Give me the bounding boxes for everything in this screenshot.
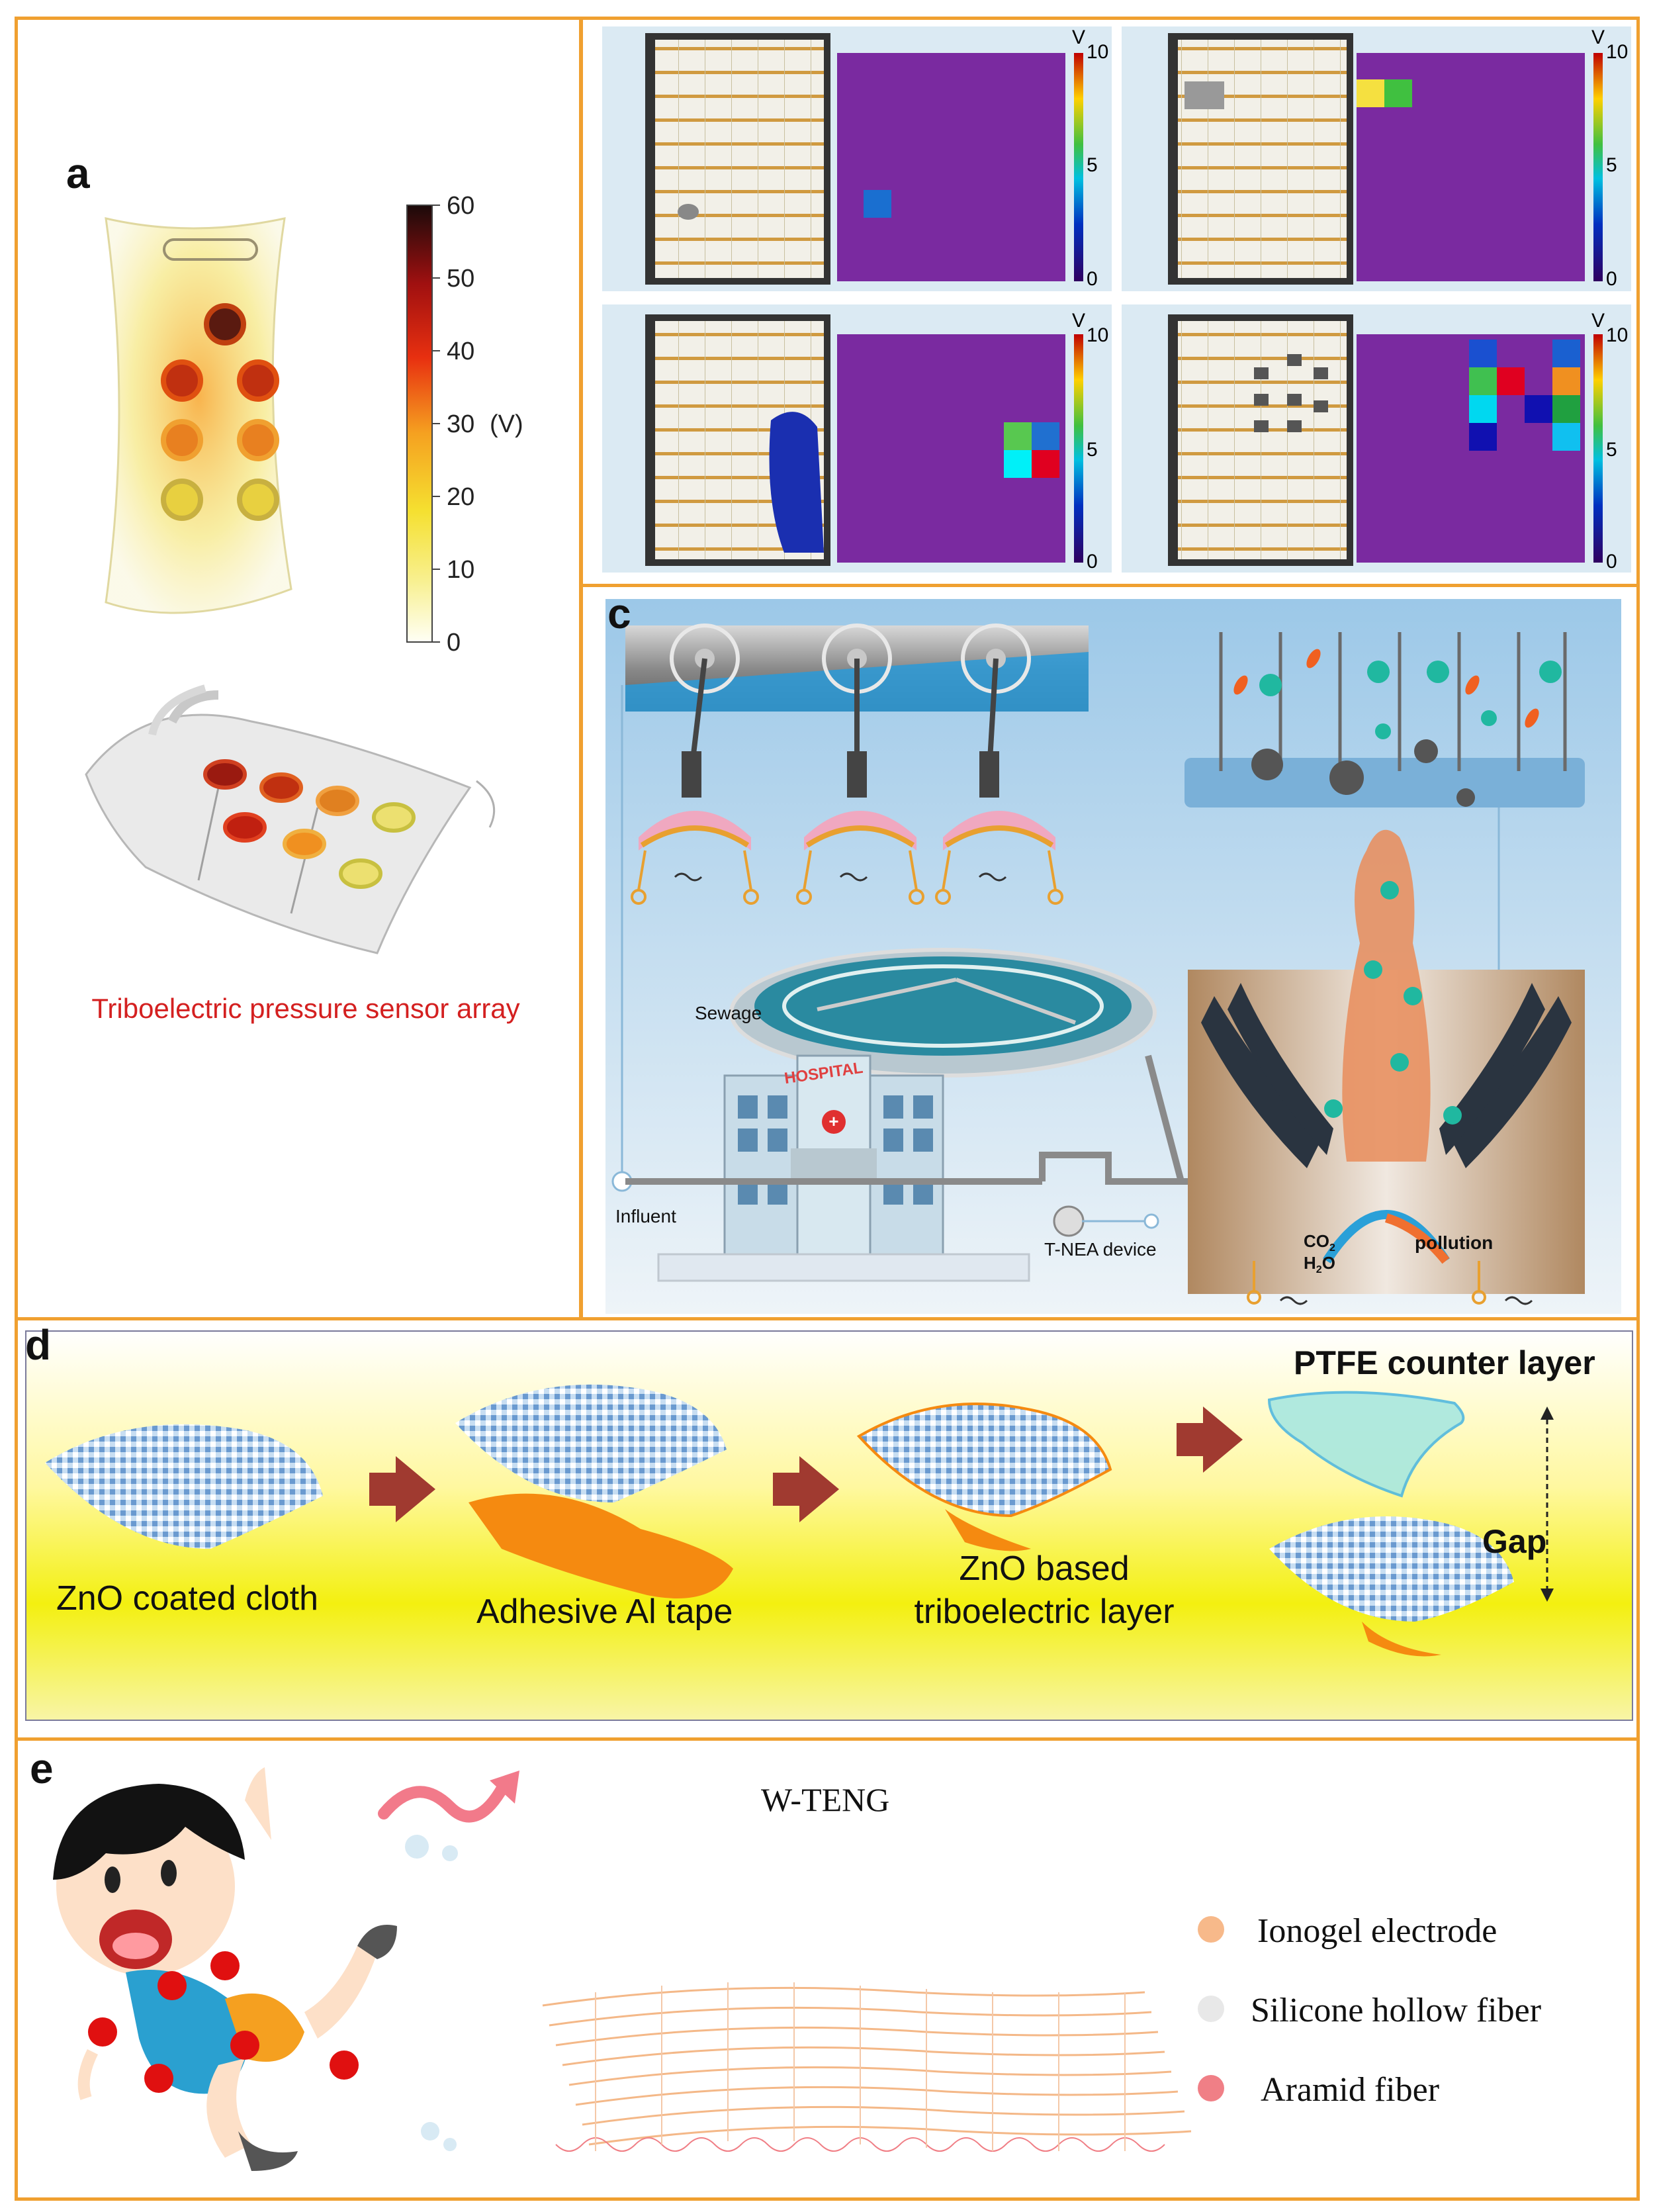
b1-tick-10: 10 bbox=[1087, 41, 1109, 63]
panel-b-heatmaps bbox=[602, 26, 1631, 573]
colorbar-tick-0: 0 bbox=[447, 629, 461, 657]
colorbar-tick-10: 10 bbox=[447, 556, 474, 584]
co2-label: CO2 bbox=[1304, 1231, 1335, 1254]
panel-a-caption: Triboelectric pressure sensor array bbox=[91, 993, 520, 1024]
b4-tick-5: 5 bbox=[1606, 439, 1617, 461]
b3-tick-10: 10 bbox=[1087, 324, 1109, 346]
colorbar-tick-30: 30 bbox=[447, 410, 474, 438]
zno-fabrication-process bbox=[25, 1330, 1633, 1721]
h2o-text-end: O bbox=[1321, 1253, 1335, 1273]
panel-a-label: a bbox=[66, 150, 90, 197]
co2-text: CO bbox=[1304, 1231, 1329, 1251]
step-adhesive-al-tape: Adhesive Al tape bbox=[476, 1592, 733, 1631]
b4-tick-0: 0 bbox=[1606, 551, 1617, 573]
pressure-sensor-array-illustration: 60 50 40 30 (V) 20 10 0 bbox=[85, 192, 523, 954]
legend-silicone-hollow-fiber: Silicone hollow fiber bbox=[1251, 1992, 1542, 2029]
b3-tick-5: 5 bbox=[1087, 439, 1098, 461]
legend-ionogel-electrode: Ionogel electrode bbox=[1257, 1912, 1497, 1950]
b4-tick-10: 10 bbox=[1606, 324, 1629, 346]
co2-subscript: 2 bbox=[1329, 1242, 1335, 1254]
step-zno-triboelectric-line2: triboelectric layer bbox=[914, 1592, 1175, 1631]
b4-unit: V bbox=[1591, 310, 1605, 332]
h2o-label: H2O bbox=[1304, 1253, 1335, 1276]
sewage-treatment-illustration: + bbox=[605, 599, 1621, 1314]
pollution-label: pollution bbox=[1415, 1232, 1494, 1253]
h2o-text: H bbox=[1304, 1253, 1316, 1273]
b2-tick-10: 10 bbox=[1606, 41, 1629, 63]
step-zno-triboelectric-line1: ZnO based bbox=[959, 1549, 1130, 1588]
legend-aramid-fiber: Aramid fiber bbox=[1261, 2071, 1440, 2109]
b1-tick-5: 5 bbox=[1087, 154, 1098, 176]
b2-tick-0: 0 bbox=[1606, 268, 1617, 290]
colorbar-tick-50: 50 bbox=[447, 265, 474, 293]
h2o-subscript: 2 bbox=[1316, 1264, 1322, 1276]
b3-tick-0: 0 bbox=[1087, 551, 1098, 573]
panel-e-frame bbox=[15, 1737, 1640, 2201]
b1-tick-0: 0 bbox=[1087, 268, 1098, 290]
colorbar-unit: (V) bbox=[490, 410, 523, 438]
fall-detection-illustration bbox=[53, 1767, 1224, 2171]
t-nea-device-label: T-NEA device bbox=[1044, 1239, 1157, 1260]
b2-unit: V bbox=[1591, 26, 1605, 48]
b2-tick-5: 5 bbox=[1606, 154, 1617, 176]
step-zno-coated-cloth: ZnO coated cloth bbox=[56, 1579, 318, 1618]
panel-c-label: c bbox=[607, 590, 631, 637]
colorbar-tick-20: 20 bbox=[447, 483, 474, 511]
panel-d-label: d bbox=[25, 1321, 52, 1369]
colorbar-tick-60: 60 bbox=[447, 192, 474, 220]
influent-label: Influent bbox=[615, 1206, 676, 1226]
svg-text:+: + bbox=[828, 1111, 838, 1131]
ptfe-counter-layer-label: PTFE counter layer bbox=[1294, 1344, 1595, 1381]
colorbar-tick-40: 40 bbox=[447, 338, 474, 365]
w-teng-title: W-TENG bbox=[761, 1781, 890, 1818]
gap-label: Gap bbox=[1482, 1523, 1547, 1560]
panel-e-label: e bbox=[30, 1745, 54, 1792]
b3-unit: V bbox=[1072, 310, 1086, 332]
sewage-label: Sewage bbox=[695, 1003, 762, 1023]
b1-unit: V bbox=[1072, 26, 1086, 48]
